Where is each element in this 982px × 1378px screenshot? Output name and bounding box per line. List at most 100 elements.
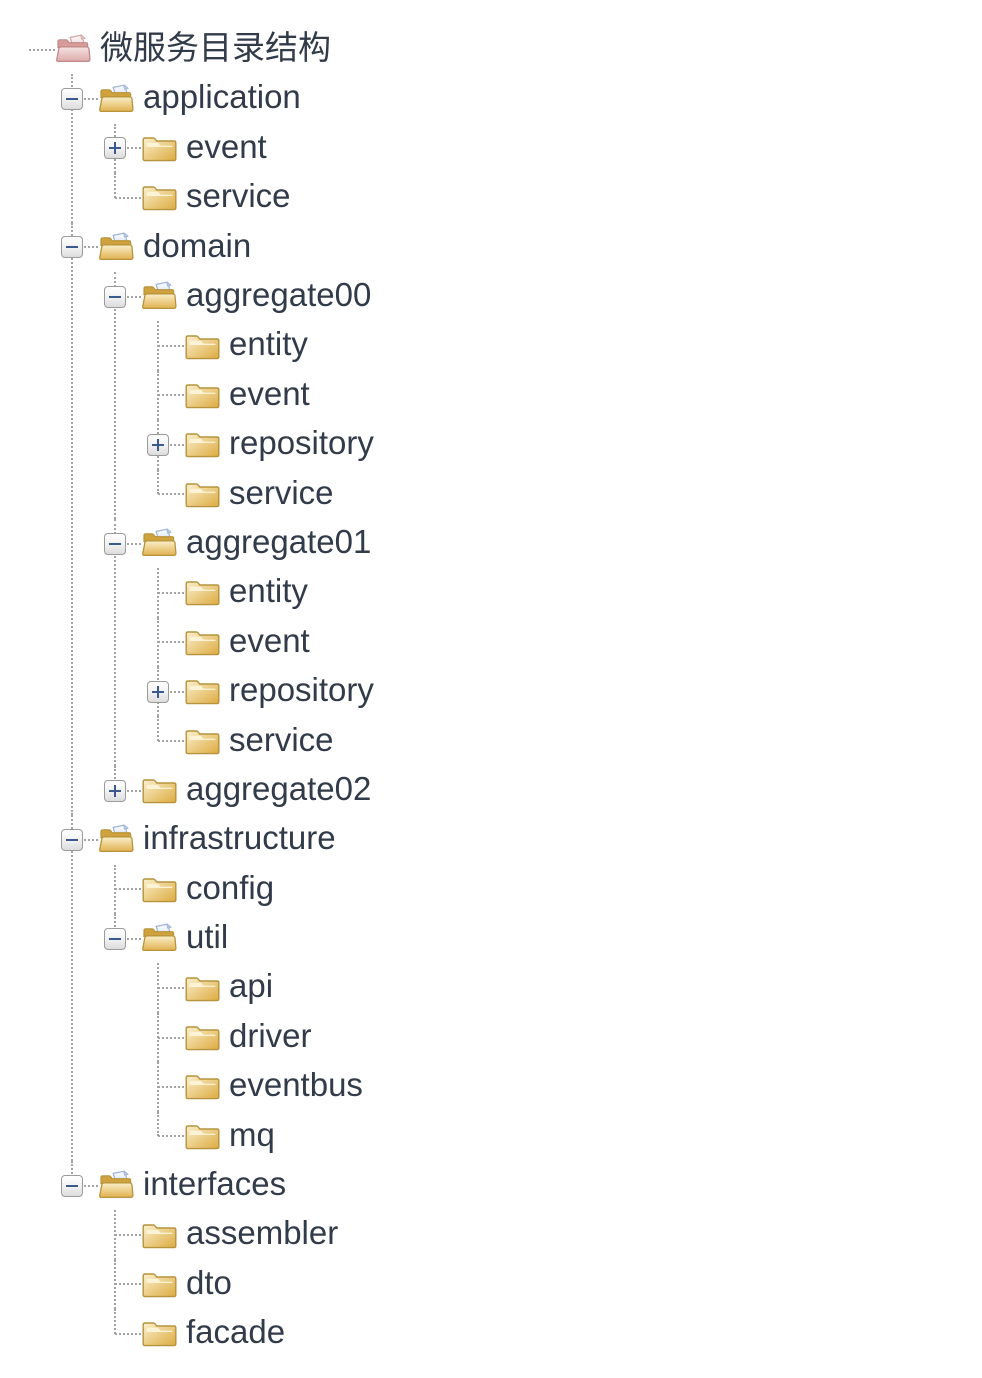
tree-row-domain[interactable]: domain: [61, 223, 982, 272]
tree-children: event service: [61, 123, 982, 223]
tree-node-label[interactable]: eventbus: [229, 1066, 363, 1104]
tree-row-dto[interactable]: dto: [104, 1260, 982, 1309]
tree-row-infrastructure[interactable]: infrastructure: [61, 815, 982, 864]
tree-row-aggregate01[interactable]: aggregate01: [104, 519, 982, 568]
tree-row-event[interactable]: event: [147, 371, 982, 420]
expander-spacer: [18, 39, 40, 61]
expander-spacer: [147, 631, 169, 653]
tree-node-aggregate01: aggregate01 entity event repository service: [104, 518, 982, 766]
tree-row-service[interactable]: service: [147, 470, 982, 519]
tree-node-label[interactable]: 微服务目录结构: [100, 29, 331, 67]
collapse-toggle-icon[interactable]: [61, 828, 83, 851]
tree-node-api: api: [147, 963, 982, 1014]
expand-toggle-icon[interactable]: [147, 433, 169, 456]
collapse-toggle-icon[interactable]: [61, 1174, 83, 1197]
tree-node-label[interactable]: event: [229, 621, 310, 659]
closed-folder-icon: [184, 627, 221, 658]
tree-node-repository: repository: [147, 420, 982, 470]
collapse-toggle-icon[interactable]: [61, 88, 83, 111]
tree-node-label[interactable]: repository: [229, 424, 374, 462]
tree-node-label[interactable]: infrastructure: [143, 819, 336, 857]
collapse-toggle-icon[interactable]: [104, 532, 126, 555]
tree-node-service: service: [147, 469, 982, 519]
tree-node-label[interactable]: event: [186, 127, 267, 165]
tree-row-service[interactable]: service: [147, 716, 982, 765]
tree-node-label[interactable]: event: [229, 374, 310, 412]
collapse-toggle-icon[interactable]: [61, 236, 83, 259]
tree-node-label[interactable]: service: [229, 720, 334, 758]
tree-children: entity event repository service: [104, 321, 982, 519]
tree-node-entity: entity: [147, 321, 982, 372]
tree-node-label[interactable]: domain: [143, 226, 252, 264]
expand-toggle-icon[interactable]: [104, 779, 126, 802]
closed-folder-icon: [141, 1318, 178, 1349]
expander-spacer: [147, 1125, 169, 1147]
closed-folder-icon: [141, 133, 178, 164]
tree-row-aggregate00[interactable]: aggregate00: [104, 272, 982, 321]
tree-row-assembler[interactable]: assembler: [104, 1210, 982, 1259]
expander-spacer: [147, 384, 169, 406]
tree-row-facade[interactable]: facade: [104, 1309, 982, 1358]
tree-row-entity[interactable]: entity: [147, 321, 982, 370]
tree-node-label[interactable]: interfaces: [143, 1165, 287, 1203]
expander-spacer: [147, 582, 169, 604]
tree-row-eventbus[interactable]: eventbus: [147, 1062, 982, 1111]
closed-folder-icon: [184, 380, 221, 411]
tree-children: assembler dto facade: [61, 1210, 982, 1358]
tree-node-label[interactable]: aggregate00: [186, 276, 372, 313]
tree-node-service: service: [147, 716, 982, 765]
closed-folder-icon: [184, 479, 221, 510]
tree-node-label[interactable]: driver: [229, 1016, 312, 1054]
tree-node-label[interactable]: config: [186, 868, 275, 906]
tree-node-label[interactable]: repository: [229, 671, 374, 709]
tree-row-event[interactable]: event: [104, 124, 982, 173]
tree-row-mq[interactable]: mq: [147, 1112, 982, 1161]
tree-row-config[interactable]: config: [104, 865, 982, 914]
tree-node-label[interactable]: dto: [186, 1263, 232, 1301]
tree-node-label[interactable]: util: [186, 918, 229, 956]
tree-row-interfaces[interactable]: interfaces: [61, 1161, 982, 1210]
tree-node-label[interactable]: aggregate01: [186, 522, 372, 560]
closed-folder-icon: [141, 874, 178, 905]
root-folder-icon: [55, 34, 92, 65]
open-folder-icon: [98, 1170, 135, 1201]
tree-row-entity[interactable]: entity: [147, 568, 982, 617]
tree-node-label[interactable]: mq: [229, 1115, 275, 1153]
tree-row-aggregate02[interactable]: aggregate02: [104, 766, 982, 815]
tree-row-微服务目录结构[interactable]: 微服务目录结构: [18, 25, 982, 74]
tree-row-event[interactable]: event: [147, 618, 982, 667]
tree-row-application[interactable]: application: [61, 74, 982, 123]
tree-row-service[interactable]: service: [104, 173, 982, 222]
tree-row-driver[interactable]: driver: [147, 1013, 982, 1062]
tree-node-label[interactable]: facade: [186, 1313, 286, 1351]
open-folder-icon: [98, 84, 135, 115]
tree-row-repository[interactable]: repository: [147, 667, 982, 716]
tree-node-label[interactable]: service: [229, 473, 334, 511]
expand-toggle-icon[interactable]: [147, 680, 169, 703]
tree-node-label[interactable]: entity: [229, 325, 308, 363]
tree-node-label[interactable]: service: [186, 177, 291, 215]
tree-node-mq: mq: [147, 1111, 982, 1161]
tree-node-aggregate00: aggregate00 entity event repository service: [104, 271, 982, 519]
collapse-toggle-icon[interactable]: [104, 285, 126, 308]
tree-node-label[interactable]: entity: [229, 572, 308, 610]
tree-node-label[interactable]: api: [229, 967, 274, 1005]
tree-node-label[interactable]: application: [143, 78, 301, 116]
tree-node-label[interactable]: aggregate02: [186, 769, 372, 807]
closed-folder-icon: [141, 1220, 178, 1251]
expander-spacer: [104, 1224, 126, 1246]
tree-node-assembler: assembler: [104, 1210, 982, 1261]
tree-row-repository[interactable]: repository: [147, 420, 982, 469]
tree-row-api[interactable]: api: [147, 963, 982, 1012]
expand-toggle-icon[interactable]: [104, 137, 126, 160]
tree-node-label[interactable]: assembler: [186, 1214, 339, 1252]
tree-node-event: event: [147, 617, 982, 668]
tree-node-facade: facade: [104, 1309, 982, 1358]
collapse-toggle-icon[interactable]: [104, 927, 126, 950]
open-folder-icon: [141, 528, 178, 559]
tree-row-util[interactable]: util: [104, 914, 982, 963]
expander-spacer: [147, 1076, 169, 1098]
